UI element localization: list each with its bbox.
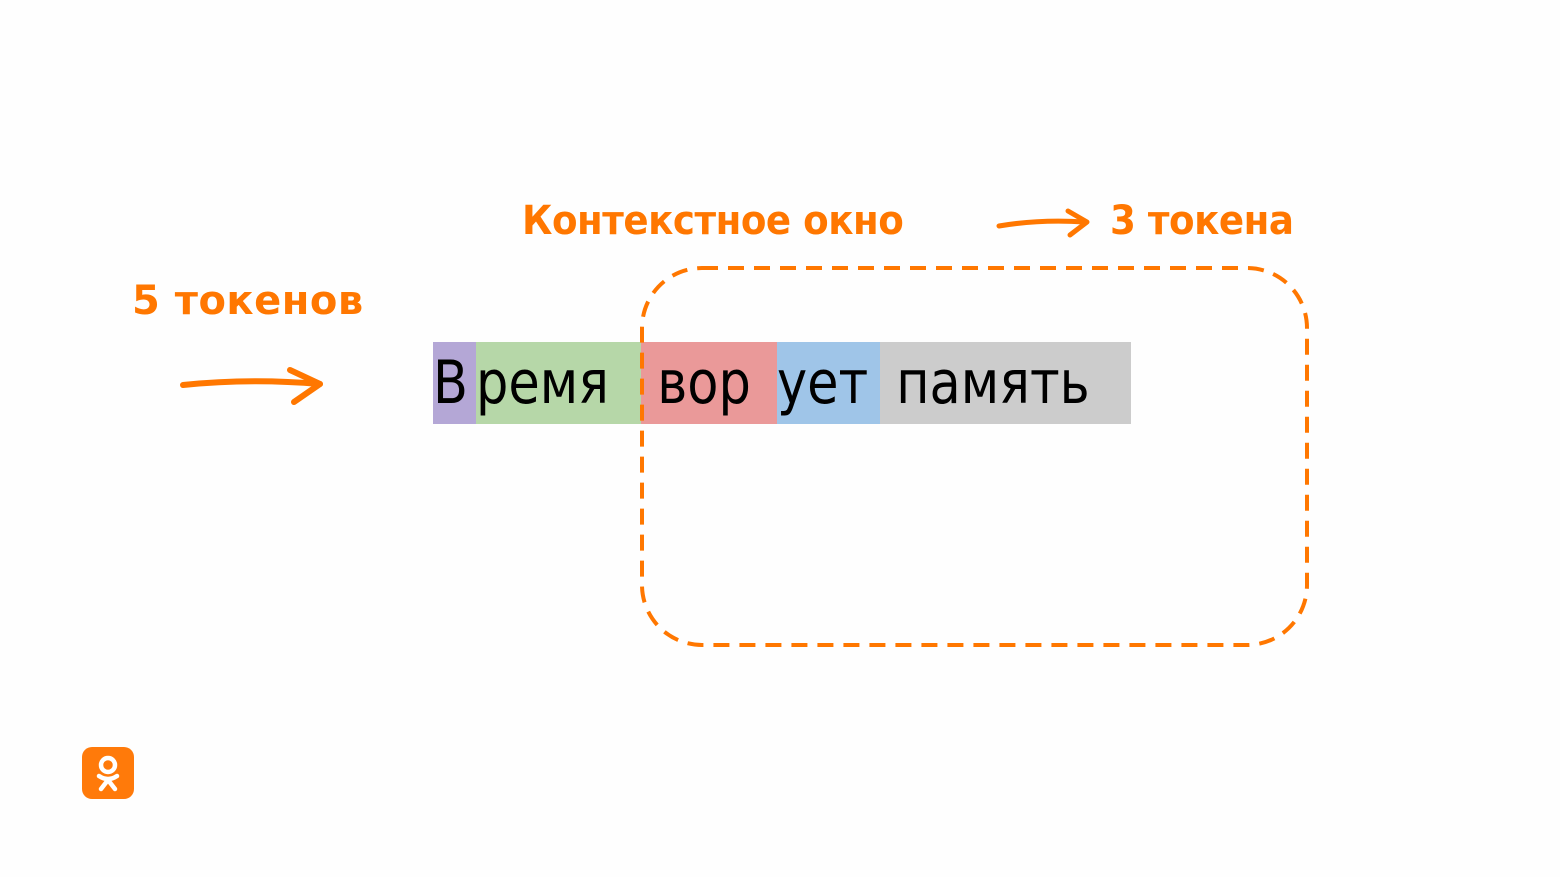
arrow-right-icon <box>180 367 323 405</box>
token-row: В ремя вор ует память <box>433 342 1131 424</box>
token-4: память <box>880 342 1131 424</box>
token-2: вор <box>641 342 777 424</box>
arrow-right-icon <box>996 208 1090 238</box>
context-window-box <box>640 266 1309 647</box>
context-window-label: Контекстное окно <box>522 198 904 244</box>
context-size-label: 3 токена <box>1110 198 1294 244</box>
token-3: ует <box>777 342 880 424</box>
odnoklassniki-logo-icon <box>82 747 134 799</box>
token-0: В <box>433 342 476 424</box>
total-tokens-label: 5 токенов <box>132 278 364 324</box>
token-1: ремя <box>476 342 641 424</box>
